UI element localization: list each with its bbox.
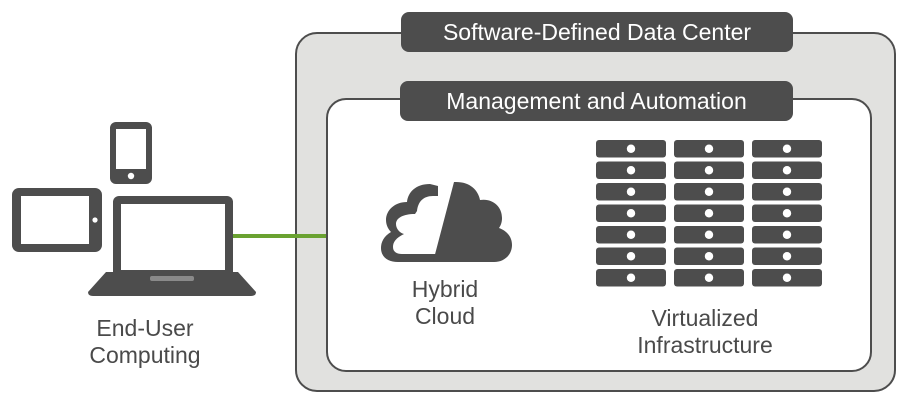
end-user-computing-label: End-User Computing [89, 315, 201, 368]
server-light [704, 209, 714, 218]
management-automation-title: Management and Automation [400, 81, 793, 121]
server-light [626, 230, 636, 239]
server-light [626, 252, 636, 261]
tablet-icon [12, 188, 102, 252]
server-light [704, 187, 714, 196]
server-light [626, 166, 636, 175]
server-light [626, 273, 636, 282]
server-light [704, 166, 714, 175]
server-light [626, 209, 636, 218]
server-rack-icon [596, 140, 822, 287]
server-light [704, 230, 714, 239]
virtualized-infrastructure-label: Virtualized Infrastructure [637, 305, 773, 358]
laptop-icon [88, 196, 256, 296]
server-light [704, 144, 714, 153]
server-light [782, 166, 792, 175]
server-light [782, 273, 792, 282]
server-light [626, 144, 636, 153]
server-light [704, 252, 714, 261]
smartphone-icon [110, 122, 152, 184]
server-light [782, 187, 792, 196]
connector-line [215, 234, 326, 238]
server-light [626, 187, 636, 196]
hybrid-cloud-label: Hybrid Cloud [411, 276, 479, 329]
server-light [782, 230, 792, 239]
server-light [782, 144, 792, 153]
server-light [704, 273, 714, 282]
hybrid-cloud-icon [381, 182, 512, 262]
server-light [782, 209, 792, 218]
server-light [782, 252, 792, 261]
software-defined-data-center-title: Software-Defined Data Center [401, 12, 793, 52]
